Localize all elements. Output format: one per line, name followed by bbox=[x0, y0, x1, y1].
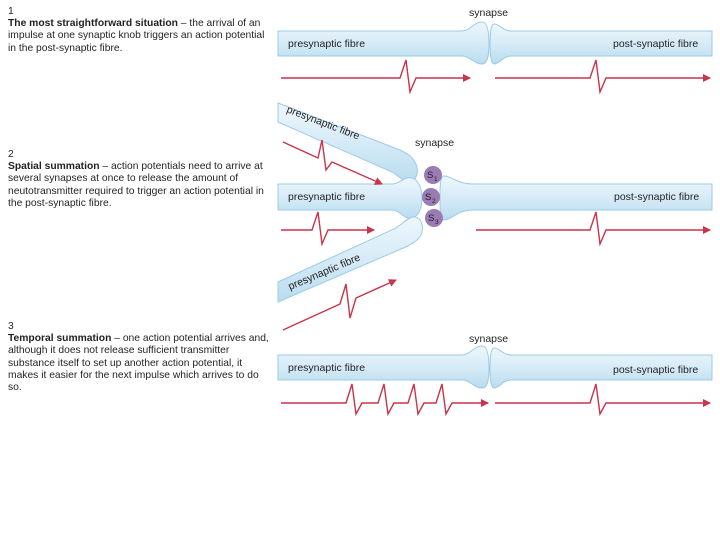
panel-3-number: 3 bbox=[8, 321, 14, 332]
knob-s3-letter: S bbox=[428, 213, 434, 224]
post-impulse-trace bbox=[495, 59, 711, 95]
panel-2-caption: 2 Spatial summation – action potentials … bbox=[8, 149, 270, 210]
panel-2-lead: Spatial summation bbox=[8, 161, 100, 173]
post-impulse-trace bbox=[495, 383, 711, 417]
knob-s1-letter: S bbox=[427, 170, 433, 181]
presynaptic-fibre-upper bbox=[277, 102, 418, 183]
upper-impulse-trace bbox=[282, 139, 383, 185]
knob-s1-sub: 1 bbox=[434, 176, 438, 183]
synapse-label: synapse bbox=[469, 333, 508, 345]
panel-2-number: 2 bbox=[8, 149, 14, 160]
pre-impulse-trace bbox=[281, 59, 471, 95]
panel-1-number: 1 bbox=[8, 6, 14, 17]
presynaptic-fibre bbox=[277, 345, 490, 389]
panel-3-caption: 3 Temporal summation – one action potent… bbox=[8, 321, 270, 394]
panel-3-lead: Temporal summation bbox=[8, 333, 112, 345]
pre-impulse-train bbox=[281, 383, 489, 417]
presynaptic-label: presynaptic fibre bbox=[288, 362, 365, 374]
panel-2-diagram: S 1 S 2 S 3 synapse presynaptic fibre pr… bbox=[277, 102, 713, 331]
panel-3-diagram: synapse presynaptic fibre post-synaptic … bbox=[277, 333, 713, 417]
presynaptic-fibre bbox=[277, 21, 490, 65]
synaptic-knob-s3: S 3 bbox=[425, 209, 443, 227]
synaptic-knob-s1: S 1 bbox=[424, 166, 442, 184]
panel-1-lead: The most straightforward situation bbox=[8, 18, 178, 30]
post-synaptic-fibre bbox=[489, 347, 713, 389]
panel-2-text: – action potentials need to arrive at se… bbox=[8, 161, 264, 209]
middle-impulse-trace bbox=[281, 211, 375, 247]
presynaptic-fibre-lower bbox=[277, 216, 423, 303]
post-synaptic-label: post-synaptic fibre bbox=[614, 191, 699, 203]
presynaptic-lower-label: presynaptic fibre bbox=[286, 252, 362, 293]
post-impulse-trace bbox=[476, 211, 711, 247]
panel-1-caption: 1 The most straightforward situation – t… bbox=[8, 6, 270, 55]
synapse-label: synapse bbox=[469, 7, 508, 19]
synapse-label: synapse bbox=[415, 137, 454, 149]
knob-s2-sub: 2 bbox=[432, 198, 436, 205]
post-synaptic-label: post-synaptic fibre bbox=[613, 364, 698, 376]
knob-s3-sub: 3 bbox=[435, 219, 439, 226]
panel-3-text: – one action potential arrives and, alth… bbox=[8, 333, 269, 394]
panel-1-text: – the arrival of an impulse at one synap… bbox=[8, 18, 265, 54]
synaptic-knob-s2: S 2 bbox=[422, 188, 440, 206]
panel-1-diagram: synapse presynaptic fibre post-synaptic … bbox=[277, 7, 713, 95]
presynaptic-label: presynaptic fibre bbox=[288, 38, 365, 50]
post-synaptic-label: post-synaptic fibre bbox=[613, 38, 698, 50]
presynaptic-middle-label: presynaptic fibre bbox=[288, 191, 365, 203]
post-synaptic-fibre bbox=[439, 175, 713, 221]
knob-s2-letter: S bbox=[425, 192, 431, 203]
post-synaptic-fibre bbox=[489, 23, 713, 65]
lower-impulse-trace bbox=[282, 279, 397, 331]
presynaptic-fibre-middle bbox=[277, 177, 423, 219]
